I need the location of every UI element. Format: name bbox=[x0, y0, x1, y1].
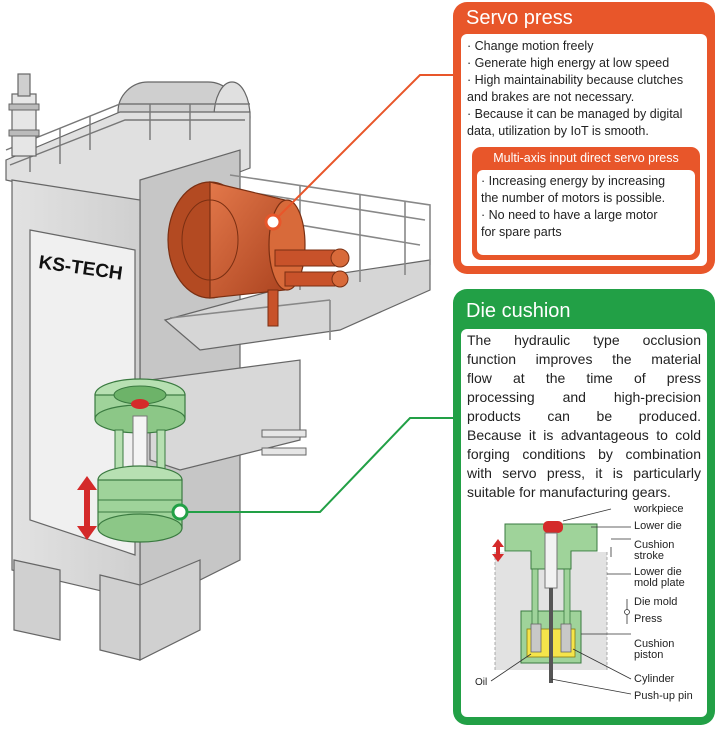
multi-axis-body: · Increasing energy by increasing the nu… bbox=[477, 170, 695, 255]
label-cushion-piston: piston bbox=[634, 649, 664, 661]
die-text-line: The hydraulic type occlusion bbox=[467, 332, 701, 348]
servo-motors bbox=[167, 181, 350, 327]
servo-bullet: · Because it can be managed by digital bbox=[467, 107, 683, 121]
label-lower-die: Lower die bbox=[634, 520, 682, 532]
multi-bullet: · Increasing energy by increasing bbox=[481, 174, 666, 188]
press-legs bbox=[13, 559, 201, 661]
servo-bullet: data, utilization by IoT is smooth. bbox=[467, 124, 649, 138]
multi-bullet: · No need to have a large motor bbox=[481, 208, 658, 222]
multi-bullet: the number of motors is possible. bbox=[481, 191, 666, 205]
die-cushion-body: The hydraulic type occlusion function im… bbox=[461, 329, 707, 717]
servo-press-title: Servo press bbox=[466, 7, 573, 29]
label-oil: Oil bbox=[475, 677, 488, 688]
servo-callout-dot bbox=[264, 213, 282, 231]
die-text-line: suitable for manufacturing gears. bbox=[467, 484, 671, 500]
label-die-mold: Die mold bbox=[634, 596, 678, 608]
label-cushion-stroke: Cushion bbox=[634, 539, 675, 551]
die-text-line: processing and high-precision bbox=[467, 389, 701, 405]
die-text-line: products can be produced. bbox=[467, 408, 701, 424]
servo-bullet: · Change motion freely bbox=[467, 39, 594, 53]
label-push-up-pin: Push-up pin bbox=[634, 690, 693, 702]
die-cushion-assembly bbox=[94, 378, 186, 543]
multi-axis-card: Multi-axis input direct servo press · In… bbox=[472, 147, 700, 260]
die-cushion-card: Die cushion The hydraulic type occlusion… bbox=[453, 289, 715, 725]
servo-bullet: and brakes are not necessary. bbox=[467, 90, 635, 104]
callout-lines bbox=[180, 74, 453, 513]
servo-bullet: · Generate high energy at low speed bbox=[467, 56, 670, 70]
label-workpiece: workpiece bbox=[634, 503, 684, 515]
label-cylinder: Cylinder bbox=[634, 673, 675, 685]
multi-axis-title: Multi-axis input direct servo press bbox=[493, 151, 679, 165]
die-cushion-title: Die cushion bbox=[466, 300, 571, 322]
servo-bullet: · High maintainability because clutches bbox=[467, 73, 684, 87]
die-text-line: forging conditions by combination bbox=[467, 446, 701, 462]
label-cushion-stroke: stroke bbox=[634, 550, 664, 562]
label-cushion-piston: Cushion bbox=[634, 638, 675, 650]
die-text-line: with servo press, it is particularly bbox=[467, 465, 701, 481]
multi-bullet: for spare parts bbox=[481, 225, 562, 239]
servo-press-card: Servo press · Change motion freely · Gen… bbox=[453, 2, 715, 274]
die-text-line: Because it is advantageous to cold bbox=[467, 427, 701, 443]
die-text-line: flow at the time of press bbox=[467, 370, 701, 386]
die-text-line: function improves the material bbox=[467, 351, 701, 367]
bolster bbox=[149, 359, 301, 471]
die-cushion-section-diagram bbox=[490, 508, 632, 695]
cushion-callout-dot bbox=[171, 503, 189, 521]
label-lower-die-mold-plate: mold plate bbox=[634, 577, 685, 589]
air-cylinder bbox=[8, 73, 40, 157]
motion-arrow-icon bbox=[77, 476, 97, 540]
label-press: Press bbox=[634, 613, 663, 625]
label-lower-die-mold-plate: Lower die bbox=[634, 566, 682, 578]
servo-press-body: · Change motion freely · Generate high e… bbox=[461, 34, 707, 266]
ejector-rods bbox=[261, 429, 307, 456]
